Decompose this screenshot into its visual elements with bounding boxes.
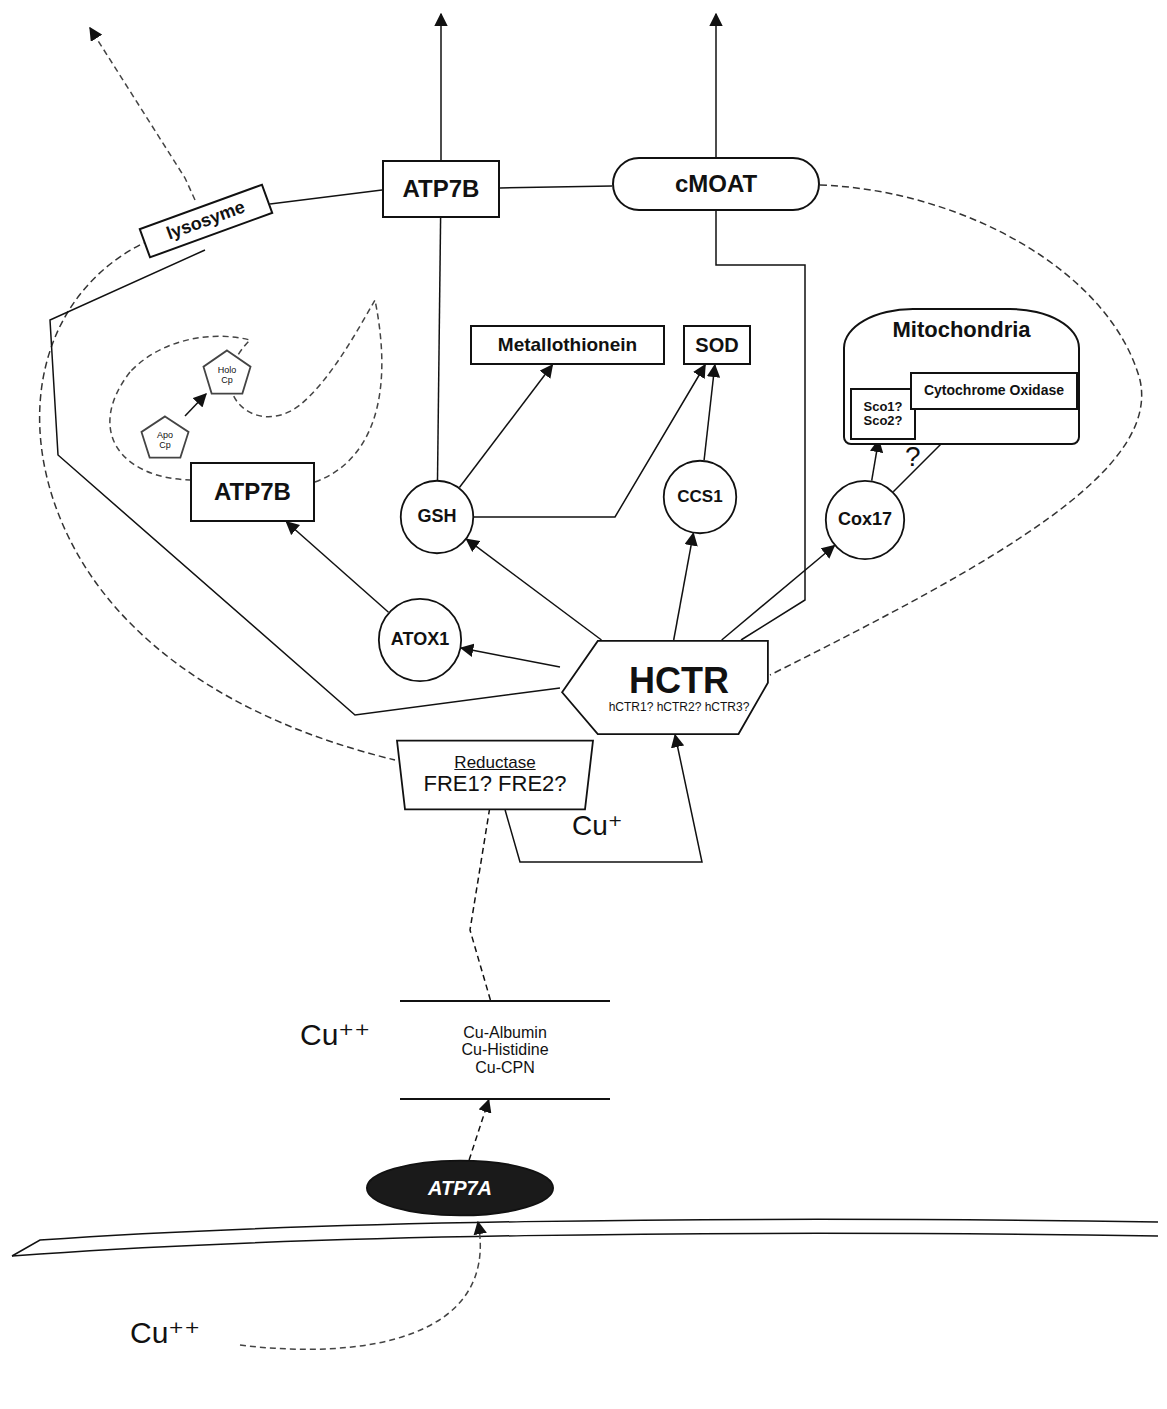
organelle-outline: MitochondriaSco1? Sco2? Cytochrome Oxidas… bbox=[843, 308, 1080, 445]
outline-ellipse bbox=[826, 481, 904, 559]
chaperone-circle: ATOX1 bbox=[378, 598, 462, 682]
connector bbox=[872, 440, 879, 481]
reductase-band: ReductaseFRE1? FRE2? bbox=[395, 740, 595, 810]
node-label: GSH bbox=[417, 507, 456, 527]
connector bbox=[470, 810, 490, 1000]
lysosome-band: lysosyme bbox=[139, 183, 274, 258]
connector bbox=[500, 186, 612, 188]
node-label: Cox17 bbox=[838, 510, 892, 530]
uptake-arrow bbox=[240, 1222, 480, 1349]
transporter-ellipse: ATP7A bbox=[365, 1160, 555, 1216]
transporter-box: ATP7B bbox=[382, 160, 500, 218]
connector bbox=[287, 522, 389, 612]
connector bbox=[722, 546, 835, 640]
question-mark: ? bbox=[905, 443, 921, 471]
connector bbox=[467, 539, 602, 640]
node-label: cMOAT bbox=[675, 171, 757, 197]
node-label: ATP7B bbox=[214, 479, 291, 505]
outline-ellipse bbox=[367, 1161, 553, 1216]
node-label: ATOX1 bbox=[391, 630, 449, 650]
cell-outline bbox=[40, 240, 395, 760]
node-label: SOD bbox=[695, 334, 738, 356]
outline-polygon bbox=[203, 350, 250, 393]
ion-label: Cu⁺⁺ bbox=[130, 1318, 200, 1348]
connector bbox=[459, 365, 552, 488]
inner-outline bbox=[50, 250, 560, 715]
chaperone-circle: CCS1 bbox=[663, 460, 737, 534]
node-label: HCTR bbox=[629, 661, 729, 701]
protein-pentagon: Apo Cp bbox=[141, 416, 189, 458]
node-label: CCS1 bbox=[677, 488, 722, 507]
membrane-line bbox=[262, 190, 382, 205]
node-label: Cytochrome Oxidase bbox=[924, 383, 1064, 398]
connector bbox=[674, 533, 694, 640]
basolateral-membrane bbox=[12, 1233, 1158, 1256]
transporter-box: ATP7B bbox=[190, 462, 315, 522]
node-sublabel: FRE1? FRE2? bbox=[423, 772, 566, 796]
node-label: Reductase bbox=[454, 754, 535, 773]
outline-polygon bbox=[141, 416, 188, 457]
connector bbox=[716, 211, 805, 640]
node-label: Apo Cp bbox=[150, 431, 180, 451]
protein-box: Sco1? Sco2? bbox=[850, 388, 916, 440]
protein-box: Metallothionein bbox=[470, 325, 665, 365]
node-label: ATP7A bbox=[428, 1177, 492, 1199]
outline-polygon bbox=[397, 741, 593, 810]
protein-pentagon: Holo Cp bbox=[203, 350, 251, 394]
node-label: Sco1? Sco2? bbox=[860, 400, 906, 429]
serum-copper-box: Cu-Albumin Cu-Histidine Cu-CPN bbox=[400, 1000, 610, 1100]
chaperone-circle: GSH bbox=[400, 480, 474, 554]
connector bbox=[461, 648, 560, 667]
connector bbox=[469, 1100, 489, 1160]
transporter-shape: HCTRhCTR1? hCTR2? hCTR3? bbox=[560, 640, 770, 735]
node-label: Metallothionein bbox=[498, 335, 637, 356]
outline-ellipse bbox=[379, 599, 461, 681]
node-sublabel: hCTR1? hCTR2? hCTR3? bbox=[609, 701, 750, 714]
node-label: ATP7B bbox=[403, 176, 480, 202]
transporter-box: cMOAT bbox=[612, 157, 820, 211]
exit-arrow bbox=[90, 28, 195, 200]
exit-arrow bbox=[715, 14, 717, 157]
ion-label: Cu⁺ bbox=[572, 812, 623, 840]
node-label: Holo Cp bbox=[212, 366, 242, 386]
outline-ellipse bbox=[401, 481, 474, 554]
connector bbox=[438, 218, 441, 480]
exit-arrow bbox=[440, 14, 442, 160]
chaperone-circle: Cox17 bbox=[825, 480, 905, 560]
outline-polygon bbox=[562, 641, 768, 734]
enzyme-box: Cytochrome Oxidase bbox=[910, 372, 1078, 410]
golgi-outline bbox=[110, 300, 382, 482]
protein-box: SOD bbox=[683, 325, 751, 365]
outline-ellipse bbox=[664, 461, 737, 534]
basolateral-membrane bbox=[12, 1219, 1158, 1256]
cell-outline bbox=[770, 185, 1142, 675]
node-label: Cu-Albumin Cu-Histidine Cu-CPN bbox=[449, 1024, 561, 1077]
connector bbox=[704, 365, 715, 460]
node-label: Mitochondria bbox=[892, 318, 1030, 342]
connector bbox=[185, 394, 206, 416]
ion-label: Cu⁺⁺ bbox=[300, 1020, 370, 1050]
node-label: lysosyme bbox=[164, 198, 248, 245]
